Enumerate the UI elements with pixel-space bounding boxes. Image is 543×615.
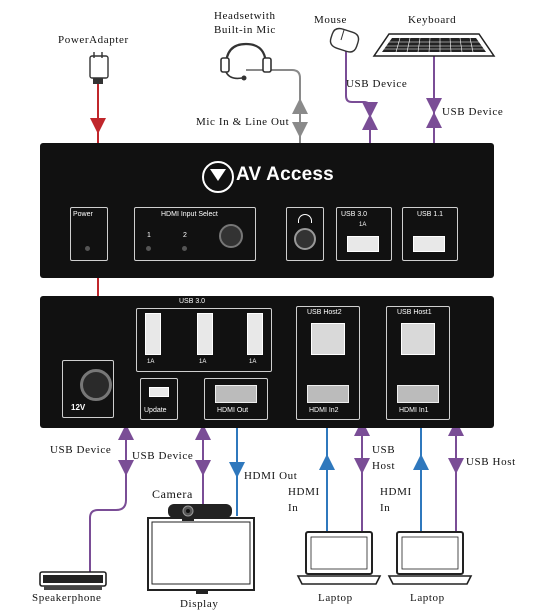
front-usb30-port[interactable] xyxy=(347,236,379,252)
headset-label-line2: Built-in Mic xyxy=(214,24,276,36)
rear-usb30-label: USB 3.0 xyxy=(179,298,206,305)
power-adapter-icon xyxy=(89,52,109,84)
front-usb11-label: USB 1.1 xyxy=(417,211,444,218)
update-port[interactable] xyxy=(149,387,169,397)
power-section: Power xyxy=(70,207,108,261)
speakerphone-usb-device-label: USB Device xyxy=(50,444,112,456)
rear-usb-port-2[interactable] xyxy=(197,313,213,355)
hdmi-in1-label: HDMI In1 xyxy=(399,407,429,414)
hdmi-input-select-section: HDMI Input Select 1 2 xyxy=(134,207,256,261)
camera-usb-device-label: USB Device xyxy=(132,450,194,462)
usb-host2-cable-label-line2: Host xyxy=(372,460,396,472)
hdmi-out-port[interactable] xyxy=(215,385,257,403)
usb-host2-section: USB Host2 HDMI In2 xyxy=(296,306,360,420)
hdmi-in2-label: HDMI In2 xyxy=(309,407,339,414)
rear-usb-port-3[interactable] xyxy=(247,313,263,355)
hdmi-out-cable-label: HDMI Out xyxy=(244,470,298,482)
usb-host1-section: USB Host1 HDMI In1 xyxy=(386,306,450,420)
front-usb30-section: USB 3.0 1A xyxy=(336,207,392,261)
front-usb11-section: USB 1.1 xyxy=(402,207,458,261)
dc-in-label: 12V xyxy=(71,403,86,412)
front-panel: AV Access Power HDMI Input Select 1 2 US… xyxy=(40,143,494,278)
keyboard-label: Keyboard xyxy=(408,14,457,26)
headset-label-line1: Headsetwith xyxy=(214,10,276,22)
laptop-icon-2 xyxy=(387,531,473,585)
usb-host1-label: USB Host1 xyxy=(397,309,432,316)
dc-in-section: 12V xyxy=(62,360,114,418)
headset-icon xyxy=(220,42,272,81)
keyboard-icon xyxy=(372,33,496,57)
mouse-icon xyxy=(329,27,360,53)
laptop-2-label: Laptop xyxy=(410,592,445,604)
hdmi-in2-cable-label-line1: HDMI xyxy=(288,486,320,498)
usb-host1-port[interactable] xyxy=(401,323,435,355)
rear-usb-port-2-current: 1A xyxy=(199,359,207,365)
speakerphone-icon xyxy=(39,571,107,590)
hdmi-out-label: HDMI Out xyxy=(217,407,249,414)
input-2-led xyxy=(182,246,187,251)
dc-in-jack[interactable] xyxy=(80,369,112,401)
rear-usb30-section: USB 3.0 1A 1A 1A xyxy=(136,298,272,372)
rear-usb-port-3-current: 1A xyxy=(249,359,257,365)
brand-name: AV Access xyxy=(236,164,334,185)
speakerphone-usb-cable xyxy=(89,342,151,572)
hdmi-out-section: HDMI Out xyxy=(204,378,268,420)
usb-host2-port[interactable] xyxy=(311,323,345,355)
display-icon xyxy=(147,517,255,594)
hdmi-in1-port[interactable] xyxy=(397,385,439,403)
camera-label: Camera xyxy=(152,487,193,501)
laptop-1-label: Laptop xyxy=(318,592,353,604)
audio-cable xyxy=(246,69,308,228)
hdmi-in1-cable-label-line2: In xyxy=(380,502,391,514)
speakerphone-label: Speakerphone xyxy=(32,592,102,604)
usb-host2-cable-label-line1: USB xyxy=(372,444,396,456)
hdmi-input-select-label: HDMI Input Select xyxy=(161,211,218,218)
headset-jack-icon xyxy=(298,214,312,223)
brand-logo xyxy=(202,161,234,193)
audio-jack-section xyxy=(286,207,324,261)
camera-icon xyxy=(168,504,232,521)
laptop-icon-1 xyxy=(296,531,382,585)
mouse-usb-device-label: USB Device xyxy=(346,78,408,90)
power-adapter-label: PowerAdapter xyxy=(58,34,129,46)
keyboard-usb-device-label: USB Device xyxy=(442,106,504,118)
front-usb30-label: USB 3.0 xyxy=(341,211,368,218)
input-2-label: 2 xyxy=(183,232,187,239)
hdmi-in2-cable-label-line2: In xyxy=(288,502,299,514)
audio-jack[interactable] xyxy=(294,228,316,250)
rear-usb-port-1-current: 1A xyxy=(147,359,155,365)
rear-usb-port-1[interactable] xyxy=(145,313,161,355)
power-label: Power xyxy=(73,211,93,218)
update-section: Update xyxy=(140,378,178,420)
mic-line-out-label: Mic In & Line Out xyxy=(196,116,290,128)
usb-host1-cable-label: USB Host xyxy=(466,456,516,468)
front-usb11-port[interactable] xyxy=(413,236,445,252)
hdmi-in2-port[interactable] xyxy=(307,385,349,403)
update-label: Update xyxy=(144,407,167,414)
display-label: Display xyxy=(180,598,219,610)
brand-logo-mark xyxy=(210,169,226,181)
input-select-button[interactable] xyxy=(219,224,243,248)
input-1-label: 1 xyxy=(147,232,151,239)
mouse-label: Mouse xyxy=(314,14,347,26)
mouse-usb-cable xyxy=(345,44,378,226)
power-led xyxy=(85,246,90,251)
input-1-led xyxy=(146,246,151,251)
hdmi-in1-cable-label-line1: HDMI xyxy=(380,486,412,498)
front-usb30-current: 1A xyxy=(359,222,367,228)
rear-panel: 12V USB 3.0 1A 1A 1A Update HDMI Out USB… xyxy=(40,296,494,428)
usb-host2-label: USB Host2 xyxy=(307,309,342,316)
